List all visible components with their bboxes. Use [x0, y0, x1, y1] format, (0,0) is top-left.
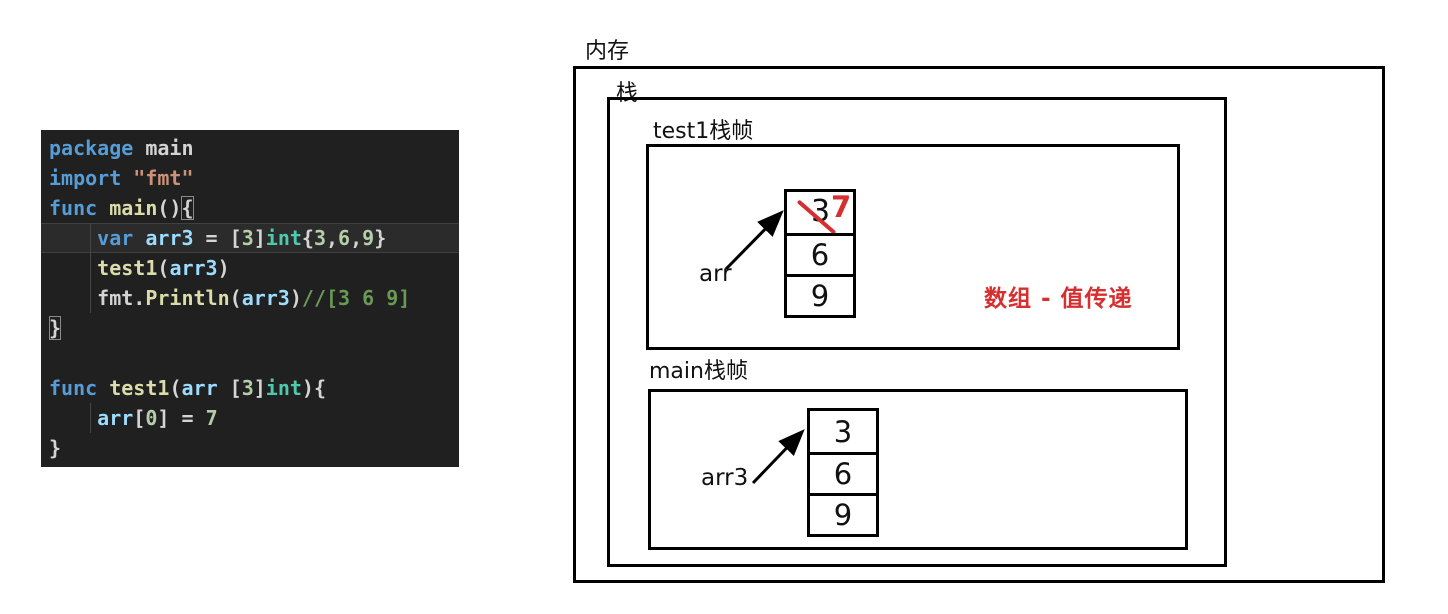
code-token: int [265, 226, 302, 250]
main-array-cell-2: 9 [810, 493, 876, 534]
cell-value: 6 [833, 457, 853, 491]
test1-frame-label: test1栈帧 [653, 119, 754, 144]
code-token: var [97, 226, 134, 250]
main-array: 3 6 9 [807, 408, 879, 537]
indent-guide [90, 223, 91, 253]
main-array-cell-0: 3 [810, 411, 876, 452]
main-array-cell-1: 6 [810, 452, 876, 493]
code-token: { [301, 226, 314, 250]
code-token: Println [145, 286, 230, 310]
code-line: } [41, 433, 459, 463]
code-token: ) [289, 286, 302, 310]
indent-guide [90, 253, 91, 283]
code-line: func main(){ [41, 193, 459, 223]
code-token: ] = [157, 406, 206, 430]
code-token: ] [253, 226, 266, 250]
code-token [133, 226, 145, 250]
code-token: arr3 [241, 286, 290, 310]
code-token: . [133, 286, 146, 310]
code-token: 7 [205, 406, 218, 430]
code-token: , [350, 226, 363, 250]
code-token: 0 [145, 406, 158, 430]
arr-pointer-label: arr [699, 261, 732, 287]
code-token: func [49, 196, 98, 220]
code-token: , [326, 226, 339, 250]
code-token: //[3 6 9] [301, 286, 411, 310]
cell-value: 9 [810, 279, 830, 313]
code-token: test1 [109, 376, 170, 400]
value-passing-annotation: 数组 - 值传递 [984, 286, 1133, 312]
code-token: 3 [313, 226, 326, 250]
code-token: ( [157, 256, 170, 280]
code-token: ( [229, 286, 242, 310]
code-token: test1 [97, 256, 158, 280]
code-token: fmt [97, 286, 134, 310]
code-line: func test1(arr [3]int){ [41, 373, 459, 403]
cell-value: 9 [833, 498, 853, 532]
code-token: "fmt" [133, 166, 194, 190]
code-token: { [181, 196, 194, 220]
arr3-pointer-label: arr3 [701, 465, 749, 491]
cell-value: 3 [833, 414, 853, 449]
code-line: } [41, 313, 459, 343]
code-token: ( [169, 376, 182, 400]
code-token: 9 [362, 226, 375, 250]
old-value: 3 [811, 194, 831, 229]
code-token: 6 [338, 226, 351, 250]
code-line: fmt.Println(arr3)//[3 6 9] [41, 283, 459, 313]
code-token: ){ [301, 376, 327, 400]
code-line [41, 343, 459, 373]
code-token: arr [97, 406, 134, 430]
code-token: package [49, 136, 134, 160]
code-token: main [109, 196, 158, 220]
test1-array-cell-2: 9 [787, 274, 853, 315]
new-value: 7 [831, 190, 852, 224]
code-token: arr3 [145, 226, 194, 250]
code-token [133, 136, 145, 160]
test1-array-cell-0: 3 7 [787, 190, 853, 235]
code-line: test1(arr3) [41, 253, 459, 283]
code-token: () [157, 196, 182, 220]
indent-guide [90, 403, 91, 433]
cell-value: 6 [810, 238, 830, 272]
code-line: var arr3 = [3]int{3,6,9} [41, 223, 459, 253]
code-token: arr [181, 376, 218, 400]
main-frame-label: main栈帧 [649, 359, 748, 384]
code-token [121, 166, 133, 190]
main-frame-box [648, 389, 1188, 550]
code-line: arr[0] = 7 [41, 403, 459, 433]
code-token [97, 376, 109, 400]
code-token [97, 196, 109, 220]
stack-box [607, 97, 1227, 567]
code-line: package main [41, 133, 459, 163]
code-token: [ [133, 406, 146, 430]
code-token: 3 [241, 376, 254, 400]
code-token: ) [217, 256, 230, 280]
code-token: 3 [241, 226, 254, 250]
code-token: func [49, 376, 98, 400]
test1-array-cell-1: 6 [787, 233, 853, 274]
code-token: } [374, 226, 387, 250]
code-line: import "fmt" [41, 163, 459, 193]
code-token: main [145, 136, 194, 160]
code-token: ] [253, 376, 266, 400]
indent-guide [90, 283, 91, 313]
code-token: arr3 [169, 256, 218, 280]
code-token: import [49, 166, 122, 190]
code-token: int [265, 376, 302, 400]
test1-array: 3 7 6 9 [784, 189, 856, 318]
memory-label: 内存 [585, 39, 630, 64]
code-token: = [ [193, 226, 242, 250]
code-token: } [49, 316, 62, 340]
code-token: [ [217, 376, 242, 400]
test1-frame-box [646, 144, 1180, 350]
memory-box [573, 66, 1385, 583]
code-token: } [49, 436, 62, 460]
